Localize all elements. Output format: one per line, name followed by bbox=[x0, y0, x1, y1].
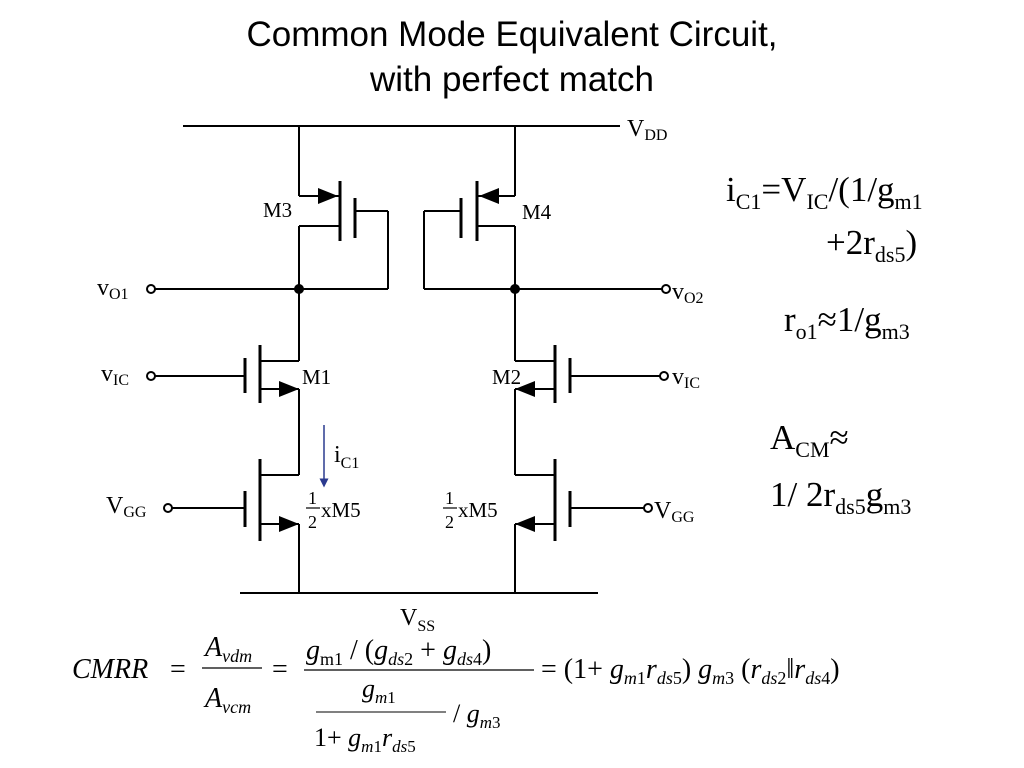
vic-left-label: vIC bbox=[101, 361, 129, 389]
cmrr-rhs: = (1+ gm1rds5) gm3 (rds2‖rds4) bbox=[541, 654, 840, 688]
cmrr-den1: Avcm bbox=[203, 683, 251, 717]
vo1-label: vO1 bbox=[97, 275, 129, 303]
m5-right-half-num: 1 bbox=[445, 488, 454, 508]
ic1-equation: iC1=VIC/(1/gm1 bbox=[726, 170, 923, 214]
svg-text:/ gm3: / gm3 bbox=[453, 699, 501, 732]
m5-left-arrow bbox=[279, 516, 299, 532]
vic-right-label: vIC bbox=[672, 364, 700, 392]
cmrr-lhs: CMRR bbox=[72, 654, 148, 685]
m4-label: M4 bbox=[522, 200, 552, 224]
m5-right-arrow bbox=[515, 516, 535, 532]
acm-equation: ACM≈ bbox=[770, 418, 849, 462]
vo2-label: vO2 bbox=[672, 279, 704, 307]
m1-label: M1 bbox=[302, 365, 331, 389]
transistor-arrows bbox=[279, 188, 535, 532]
cmrr-eq2: = bbox=[272, 654, 288, 685]
cmrr-eq1: = bbox=[170, 654, 186, 685]
ic1-label: iC1 bbox=[334, 442, 359, 472]
cmrr-num1: Avdm bbox=[203, 632, 252, 666]
m5-right-label: xM5 bbox=[458, 498, 498, 522]
m2-label: M2 bbox=[492, 365, 521, 389]
m2-arrow bbox=[515, 381, 535, 397]
ro1-equation: ro1≈1/gm3 bbox=[784, 300, 910, 344]
cmrr-num2: gm1 / (gds2 + gds4) bbox=[306, 635, 491, 669]
m5-right-half-den: 2 bbox=[445, 512, 454, 532]
vss-label: VSS bbox=[400, 605, 435, 635]
svg-text:gm1: gm1 bbox=[362, 674, 396, 707]
vgg-right-label: VGG bbox=[654, 498, 695, 526]
vdd-label: VDD bbox=[627, 116, 667, 144]
m3-label: M3 bbox=[263, 198, 292, 222]
m5-left-label: xM5 bbox=[321, 498, 361, 522]
junction-dots bbox=[294, 284, 520, 294]
m4-arrow bbox=[479, 188, 499, 204]
title-line-2: with perfect match bbox=[370, 60, 654, 99]
ic1-equation-line2: +2rds5) bbox=[826, 223, 918, 267]
m5-left-half-num: 1 bbox=[308, 488, 317, 508]
svg-text:1+ gm1rds5: 1+ gm1rds5 bbox=[314, 723, 416, 756]
title-line-1: Common Mode Equivalent Circuit, bbox=[246, 15, 778, 54]
m5-left-half-den: 2 bbox=[308, 512, 317, 532]
acm-equation-line2: 1/ 2rds5gm3 bbox=[770, 475, 912, 519]
terminals bbox=[146, 284, 671, 513]
m3-arrow bbox=[318, 188, 338, 204]
m1-arrow bbox=[279, 381, 299, 397]
vgg-left-label: VGG bbox=[106, 493, 147, 521]
